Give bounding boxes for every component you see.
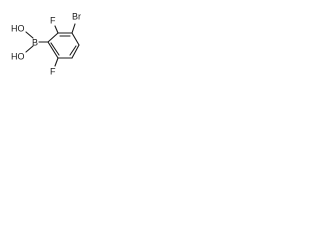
atom-label-oh-top: HO <box>11 23 25 33</box>
substituent-bonds <box>25 23 76 67</box>
bond-boron-oh-top <box>25 31 34 39</box>
atom-label-boron: B <box>32 37 38 47</box>
atom-label-fluorine-top: F <box>50 15 56 25</box>
atom-label-fluorine-bottom: F <box>50 66 56 76</box>
bond-ring-bromine <box>71 23 76 34</box>
ring-double-bond-c6-c1 <box>50 42 60 56</box>
ring-bond-c4-c5 <box>71 44 80 59</box>
molecule-structure: HO B HO F Br F <box>11 11 81 76</box>
atom-label-bromine: Br <box>72 11 81 21</box>
ring-bond-c6-c1 <box>47 41 59 59</box>
ring-bond-c1-c2 <box>47 32 59 43</box>
ring-double-bond-c4-c5 <box>69 45 77 56</box>
atom-labels: HO B HO F Br F <box>11 11 81 76</box>
atom-label-oh-bottom: HO <box>11 51 25 61</box>
bond-ring-fluorine-bottom <box>54 57 59 67</box>
bond-boron-oh-bottom <box>25 45 34 53</box>
bond-ring-fluorine-top <box>54 25 59 34</box>
benzene-ring <box>47 32 80 59</box>
ring-bond-c3-c4 <box>71 32 80 46</box>
